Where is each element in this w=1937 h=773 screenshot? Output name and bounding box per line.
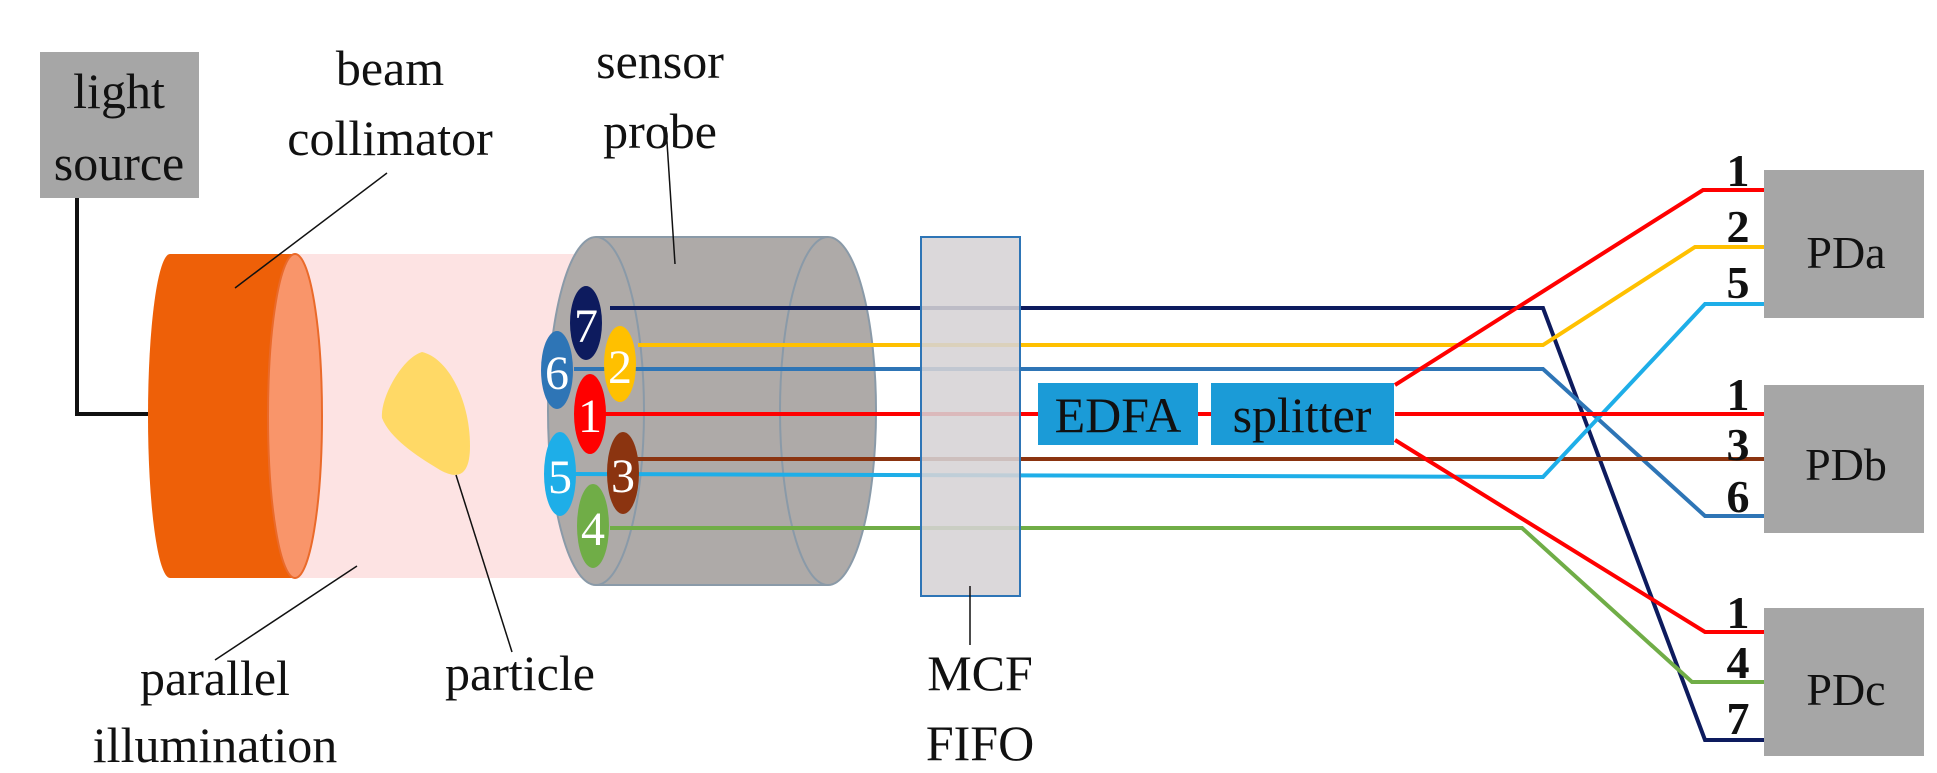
core-5 bbox=[544, 432, 576, 516]
fiber-core-1-to-pdc bbox=[1393, 438, 1764, 634]
parallel-illumination-label-line2: illumination bbox=[93, 717, 337, 773]
pda-label: PDa bbox=[1806, 227, 1885, 278]
pdc-box bbox=[1764, 608, 1924, 756]
core-7 bbox=[570, 286, 602, 360]
fiber-core-2 bbox=[638, 245, 1764, 347]
sensor-probe-top-edge bbox=[596, 236, 828, 238]
core-label-5: 5 bbox=[548, 451, 572, 504]
pdc-label: PDc bbox=[1806, 664, 1885, 715]
pdc-port-7: 7 bbox=[1727, 693, 1750, 744]
core-label-4: 4 bbox=[581, 503, 605, 556]
pdc-port-4: 4 bbox=[1727, 637, 1750, 688]
core-4 bbox=[577, 484, 609, 568]
mcf-fifo-label-line1: MCF bbox=[927, 645, 1033, 701]
particle-label: particle bbox=[445, 645, 595, 701]
parallel-illumination-label-line1: parallel bbox=[140, 650, 290, 706]
sensor-probe-label-line2: probe bbox=[603, 103, 717, 159]
pda-port-2: 2 bbox=[1727, 201, 1750, 252]
fiber-core-5 bbox=[574, 302, 1764, 480]
pda-port-1: 1 bbox=[1727, 145, 1750, 196]
collimator-leader bbox=[234, 172, 388, 289]
core-6 bbox=[541, 331, 573, 409]
edfa-label: EDFA bbox=[1055, 387, 1182, 443]
pdb-port-6: 6 bbox=[1727, 471, 1750, 522]
fiber-core-7 bbox=[610, 306, 1764, 742]
sensor-probe-label-line1: sensor bbox=[596, 33, 724, 89]
light-source-box bbox=[40, 52, 199, 198]
edfa-box bbox=[1038, 383, 1198, 445]
pdb-port-1: 1 bbox=[1727, 369, 1750, 420]
photodetector-b: PDb 1 3 6 bbox=[1727, 369, 1924, 533]
core-2 bbox=[604, 326, 636, 402]
splitter-label: splitter bbox=[1233, 387, 1372, 443]
core-label-1: 1 bbox=[578, 390, 602, 443]
mcf-fifo-label-line2: FIFO bbox=[926, 715, 1034, 771]
core-1 bbox=[574, 374, 606, 454]
sensor-probe-end bbox=[779, 236, 877, 586]
core-3 bbox=[607, 432, 639, 514]
photodetector-c: PDc 1 4 7 bbox=[1727, 587, 1924, 756]
pda-port-5: 5 bbox=[1727, 257, 1750, 308]
beam-collimator-label-line2: collimator bbox=[287, 110, 493, 166]
fiber-routes bbox=[574, 188, 1764, 742]
pdc-port-1: 1 bbox=[1727, 587, 1750, 638]
core-label-6: 6 bbox=[545, 347, 569, 400]
pda-box bbox=[1764, 170, 1924, 318]
core-label-7: 7 bbox=[574, 300, 598, 353]
beam-collimator-face bbox=[267, 253, 323, 579]
source-cable bbox=[75, 198, 152, 416]
light-source-label-line1: light bbox=[73, 63, 165, 119]
particle-shape bbox=[381, 352, 470, 475]
core-label-3: 3 bbox=[611, 450, 635, 503]
pdb-box bbox=[1764, 385, 1924, 533]
particle-leader bbox=[455, 474, 513, 653]
fiber-core-1-to-pda bbox=[1393, 188, 1764, 387]
light-source-label-line2: source bbox=[54, 135, 185, 191]
probe-leader bbox=[665, 126, 676, 265]
sensor-probe-bottom-edge bbox=[596, 584, 828, 586]
beam-collimator-label-line1: beam bbox=[336, 40, 444, 96]
pdb-port-3: 3 bbox=[1727, 419, 1750, 470]
illumination-leader bbox=[214, 565, 358, 661]
beam-collimator-back bbox=[148, 254, 192, 578]
fiber-core-4 bbox=[610, 526, 1764, 684]
splitter-box bbox=[1211, 383, 1394, 445]
photodetector-a: PDa 1 2 5 bbox=[1727, 145, 1924, 318]
fiber-cores: 7 6 2 1 5 3 4 bbox=[541, 286, 639, 568]
mcf-fifo-box bbox=[920, 236, 1021, 597]
fiber-core-6 bbox=[574, 367, 1764, 518]
pdb-label: PDb bbox=[1805, 439, 1887, 490]
core-label-2: 2 bbox=[608, 341, 632, 394]
